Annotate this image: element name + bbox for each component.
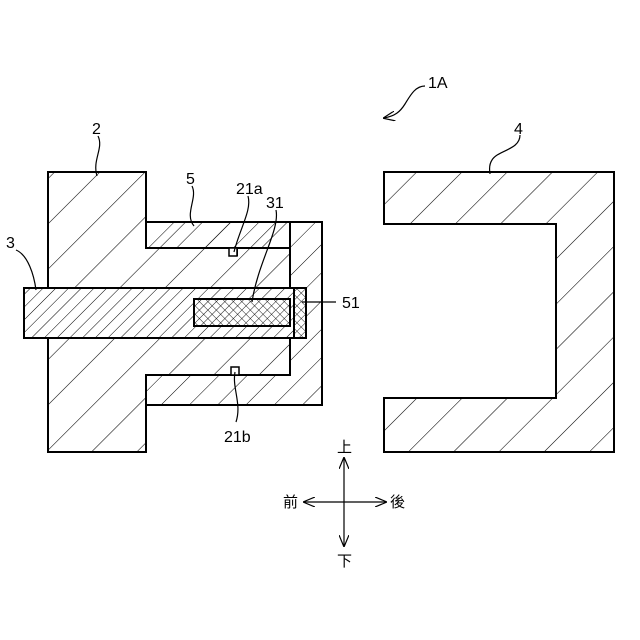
label-2: 2 xyxy=(92,121,101,138)
leader-1A xyxy=(384,86,425,118)
leader-4 xyxy=(490,135,521,174)
label-21a: 21a xyxy=(236,181,263,198)
leader-2 xyxy=(96,136,100,176)
label-21b: 21b xyxy=(224,429,251,446)
label-1A: 1A xyxy=(428,75,448,92)
label-down: 下 xyxy=(337,552,352,570)
part-51-plate-hatch xyxy=(294,288,306,338)
label-front: 前 xyxy=(283,493,298,511)
label-5: 5 xyxy=(186,171,195,188)
part-31-insert-hatch xyxy=(194,299,290,326)
label-4: 4 xyxy=(514,121,523,138)
direction-indicator: 上 下 前 後 xyxy=(283,438,405,570)
label-back: 後 xyxy=(390,493,405,511)
label-31: 31 xyxy=(266,195,284,212)
groove-21a xyxy=(229,248,237,256)
part-4-receiver xyxy=(384,172,614,452)
label-up: 上 xyxy=(337,438,352,456)
leader-5 xyxy=(190,186,194,226)
leader-3 xyxy=(16,250,36,290)
label-51: 51 xyxy=(342,295,360,312)
label-3: 3 xyxy=(6,235,15,252)
